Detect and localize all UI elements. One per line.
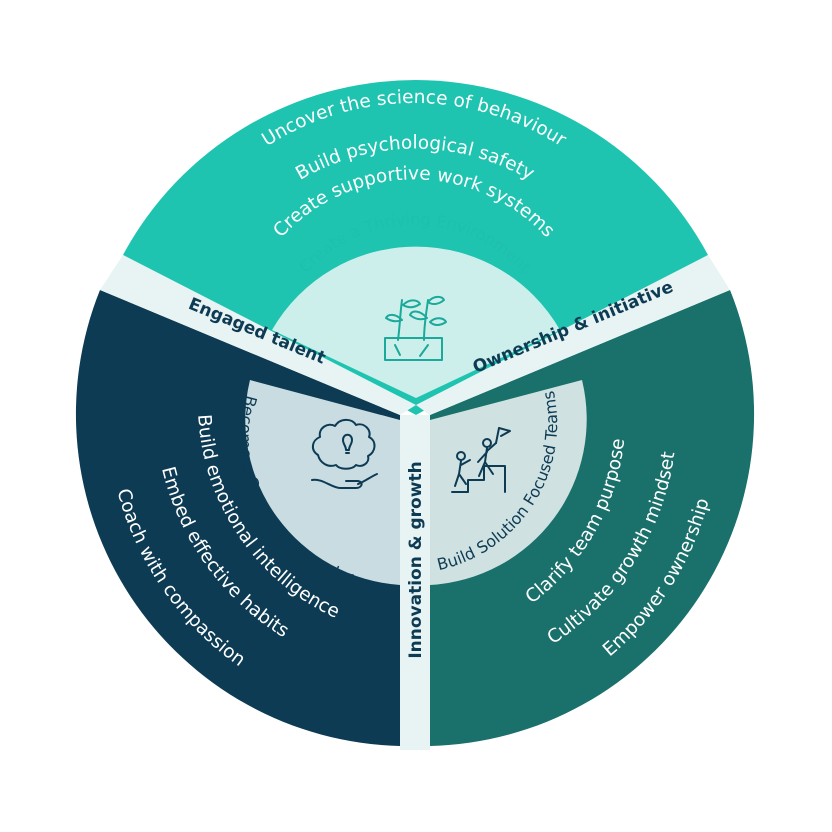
plant-sprout-icon bbox=[384, 295, 447, 361]
band-bottom-label: Innovation & growth bbox=[406, 461, 426, 658]
band-left bbox=[100, 255, 416, 415]
inner-right-sector bbox=[430, 380, 587, 585]
inner-top-sector bbox=[272, 246, 560, 398]
brain-hand-icon bbox=[311, 418, 378, 489]
band-right bbox=[416, 255, 730, 415]
band-bottom bbox=[400, 415, 430, 750]
team-climb-flag-icon bbox=[451, 427, 511, 493]
